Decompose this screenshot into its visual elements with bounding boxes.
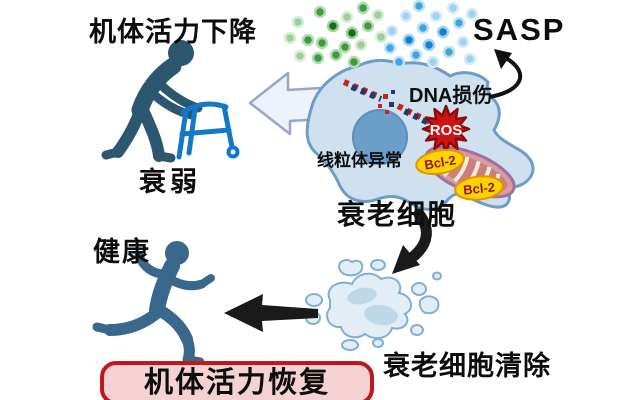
vitality-recovery-box: 机体活力恢复	[100, 361, 374, 400]
mitochondria-abnormal-label: 线粒体异常	[317, 151, 402, 170]
dna-damage-icon	[342, 79, 433, 127]
sasp-label: SASP	[473, 12, 566, 47]
bcl2-badge-bottom: Bcl-2	[454, 175, 504, 201]
nucleus-shape	[352, 109, 408, 165]
bcl2-top-label: Bcl-2	[423, 152, 457, 172]
bcl2-badge-top: Bcl-2	[415, 148, 465, 176]
dna-damage-label: DNA损伤	[409, 85, 493, 107]
sasp-dots-icon	[283, 0, 479, 69]
walker-icon	[176, 101, 240, 160]
ros-label: ROS	[430, 122, 463, 139]
left-arrow-icon	[224, 294, 318, 332]
sasp-arrow-icon	[488, 49, 523, 99]
ros-burst-icon: ROS	[421, 104, 471, 154]
senescent-cell-label: 衰老细胞	[337, 199, 458, 230]
vitality-decline-label: 机体活力下降	[89, 17, 257, 47]
elderly-person-icon	[101, 40, 203, 163]
vitality-recovery-label: 机体活力恢复	[143, 367, 330, 399]
healthy-label: 健康	[93, 237, 151, 267]
senescent-clearance-label: 衰老细胞清除	[383, 351, 551, 381]
bcl2-bottom-label: Bcl-2	[462, 179, 495, 197]
destroyed-cell-icon	[305, 259, 442, 351]
frailty-label: 衰弱	[139, 167, 201, 197]
down-arrow-icon	[392, 208, 432, 274]
